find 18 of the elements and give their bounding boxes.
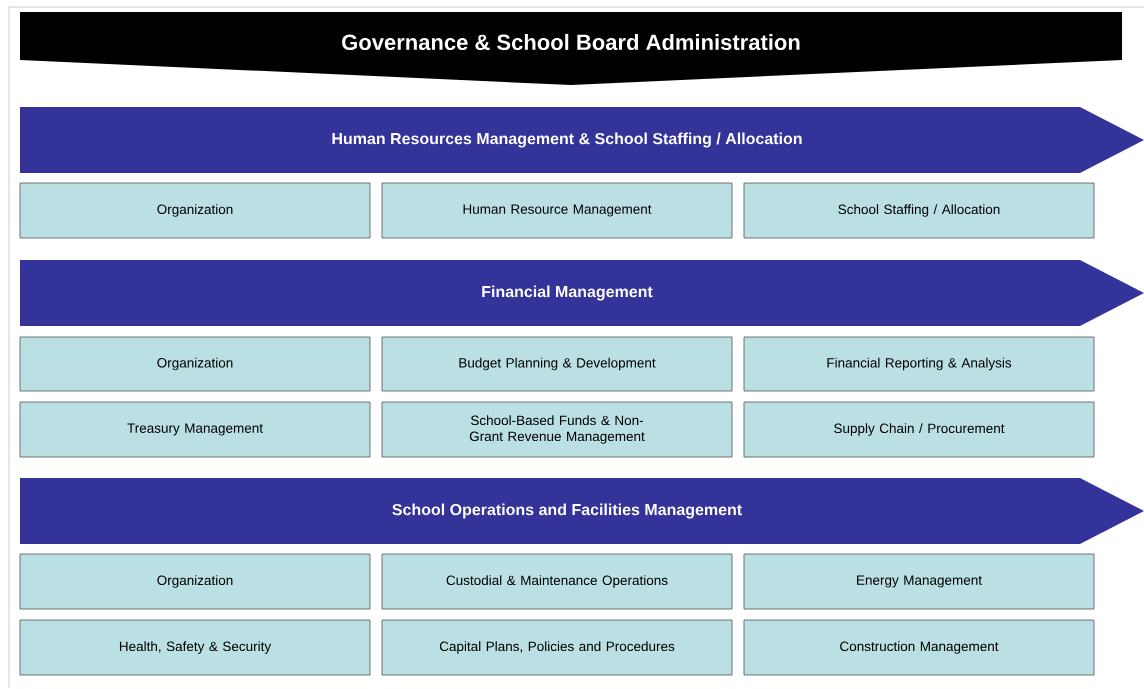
process-box: Budget Planning & Development [381,336,733,392]
process-box: Organization [19,336,371,392]
chevron-band: Human Resources Management & School Staffing / Allocation [20,107,1144,173]
chevron-band: Financial Management [20,260,1144,326]
process-box: Energy Management [743,553,1095,610]
process-box: Construction Management [743,619,1095,676]
process-box: Organization [19,182,371,239]
process-box: Human Resource Management [381,182,733,239]
process-box: School-Based Funds & Non-Grant Revenue Management [381,401,733,458]
process-box: School Staffing / Allocation [743,182,1095,239]
process-box: Supply Chain / Procurement [743,401,1095,458]
chevron-band: School Operations and Facilities Management [20,478,1144,544]
process-box: Financial Reporting & Analysis [743,336,1095,392]
process-box: Capital Plans, Policies and Procedures [381,619,733,676]
process-box: Organization [19,553,371,610]
process-box: Custodial & Maintenance Operations [381,553,733,610]
process-box: Treasury Management [19,401,371,458]
process-box: Health, Safety & Security [19,619,371,676]
